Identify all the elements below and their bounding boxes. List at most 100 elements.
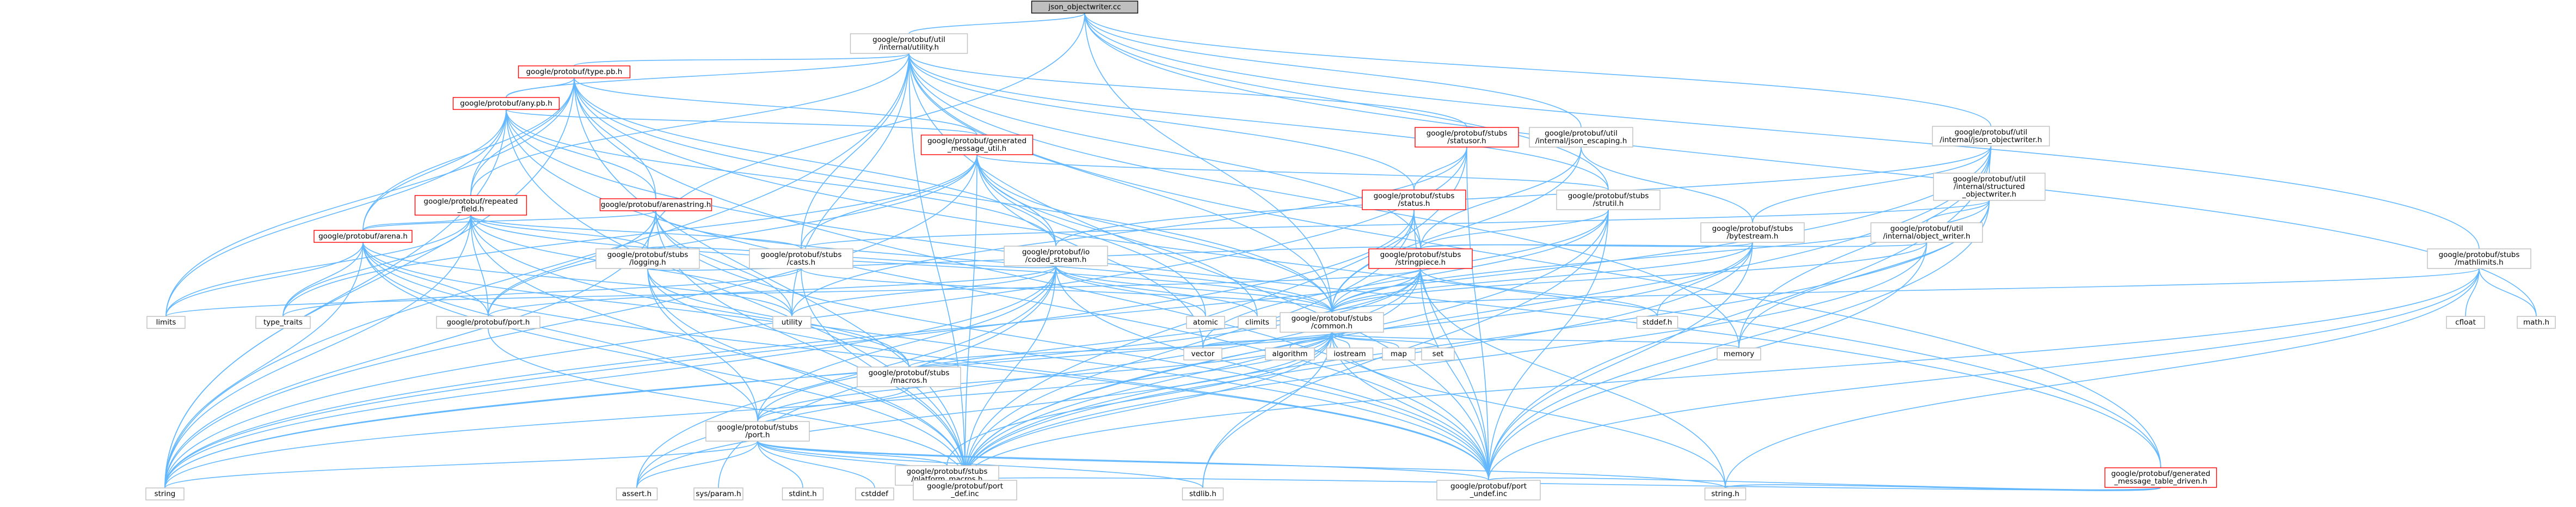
edge-root-to-common — [1084, 13, 1332, 313]
node-label-line: limits — [156, 318, 176, 327]
node-statusor[interactable]: google/protobuf/stubs/statusor.h — [1415, 127, 1519, 148]
edge-json_objectwriter-to-coded_stream — [1055, 145, 1991, 247]
node-box — [1717, 347, 1761, 361]
node-bytestream[interactable]: google/protobuf/stubs/bytestream.h — [1700, 222, 1805, 243]
node-json-escaping[interactable]: google/protobuf/util/internal/json_escap… — [1529, 127, 1633, 148]
edge-any_pb-to-coded_stream — [506, 109, 1056, 247]
node-root[interactable]: json_objectwriter.cc — [1031, 1, 1139, 14]
edge-strutil-to-port_def — [964, 209, 1609, 481]
node-structured-ow[interactable]: google/protobuf/util/internal/structured… — [1933, 173, 2046, 201]
node-common[interactable]: google/protobuf/stubs/common.h — [1280, 312, 1384, 333]
edge-util_utility-to-string — [164, 53, 909, 488]
node-coded-stream[interactable]: google/protobuf/io/coded_stream.h — [1004, 246, 1108, 266]
edge-repeated_field-to-arena — [362, 215, 471, 231]
node-math-h[interactable]: math.h — [2517, 316, 2556, 329]
node-arena[interactable]: google/protobuf/arena.h — [313, 230, 413, 243]
node-casts[interactable]: google/protobuf/stubs/casts.h — [749, 248, 853, 269]
edge-arena-to-stubs_port — [362, 242, 758, 422]
node-box — [749, 248, 853, 269]
node-box — [850, 33, 968, 54]
edge-any_pb-to-port_undef — [506, 109, 1489, 481]
node-mathlimits[interactable]: google/protobuf/stubs/mathlimits.h — [2427, 248, 2531, 269]
node-limits[interactable]: limits — [146, 316, 186, 329]
node-stddef-h[interactable]: stddef.h — [1636, 316, 1679, 329]
edge-repeated_field-to-port_h — [470, 215, 489, 317]
node-gmu[interactable]: google/protobuf/generated_message_util.h — [920, 135, 1034, 155]
node-json-objectwriter[interactable]: google/protobuf/util/internal/json_objec… — [1932, 126, 2050, 146]
node-atomic[interactable]: atomic — [1186, 316, 1225, 329]
node-string[interactable]: string — [145, 487, 185, 500]
node-type-pb[interactable]: google/protobuf/type.pb.h — [518, 65, 631, 78]
node-box — [1421, 347, 1455, 361]
node-status[interactable]: google/protobuf/stubs/status.h — [1362, 190, 1466, 210]
node-object-writer[interactable]: google/protobuf/util/internal/object_wri… — [1870, 222, 1983, 243]
edge-stubs_port-to-platform_macros — [757, 441, 948, 466]
node-gmtd[interactable]: google/protobuf/generated_message_table_… — [2104, 467, 2217, 488]
node-stringpiece[interactable]: google/protobuf/stubs/stringpiece.h — [1368, 248, 1473, 269]
node-box — [693, 487, 743, 500]
node-utility[interactable]: utility — [772, 316, 811, 329]
edge-object_writer-to-port_undef — [1488, 242, 1927, 481]
edge-type_pb-to-gmtd — [574, 77, 2161, 468]
edge-coded_stream-to-port_undef — [1055, 265, 1489, 481]
edge-structured_ow-to-object_writer — [1926, 200, 1990, 223]
node-climits[interactable]: climits — [1238, 316, 1277, 329]
node-label-line: stddef.h — [1643, 318, 1672, 327]
edge-any_pb-to-repeated_field — [470, 109, 507, 196]
node-vector[interactable]: vector — [1183, 347, 1222, 361]
edge-mathlimits-to-common — [1331, 268, 2480, 313]
edge-any_pb-to-arena — [362, 109, 507, 231]
node-box — [146, 316, 186, 329]
node-util-utility[interactable]: google/protobuf/util/internal/utility.h — [850, 33, 968, 54]
node-arenastring[interactable]: google/protobuf/arenastring.h — [599, 198, 712, 211]
node-set[interactable]: set — [1421, 347, 1455, 361]
edge-statusor-to-port_def — [964, 146, 1467, 481]
node-label-line: google/protobuf/port — [927, 482, 1003, 491]
edge-gmu-to-casts — [801, 154, 977, 249]
edge-bytestream-to-port_undef — [1488, 242, 1753, 481]
node-stubs-port[interactable]: google/protobuf/stubs/port.h — [705, 421, 810, 442]
node-cstddef-h[interactable]: cstddef — [855, 487, 894, 500]
node-any-pb[interactable]: google/protobuf/any.pb.h — [452, 97, 560, 110]
edge-util_utility-to-type_pb — [574, 53, 909, 66]
edge-object_writer-to-stringpiece — [1420, 242, 1927, 249]
node-logging[interactable]: google/protobuf/stubs/logging.h — [595, 248, 700, 269]
node-strutil[interactable]: google/protobuf/stubs/strutil.h — [1556, 190, 1661, 210]
node-map[interactable]: map — [1382, 347, 1416, 361]
node-label-line: google/protobuf/stubs — [1427, 129, 1508, 138]
edge-gmu-to-common — [976, 154, 1332, 313]
node-box — [1182, 487, 1224, 500]
node-port-undef[interactable]: google/protobuf/port_undef.inc — [1436, 480, 1541, 500]
edge-arenastring-to-arena — [362, 210, 656, 231]
node-stdlib-h[interactable]: stdlib.h — [1182, 487, 1224, 500]
node-stdint-h[interactable]: stdint.h — [782, 487, 824, 500]
node-label-line: /internal/structured — [1954, 182, 2025, 191]
edge-arena-to-port_def — [362, 242, 966, 481]
edge-type_pb-to-port_def — [574, 77, 966, 481]
node-port-h[interactable]: google/protobuf/port.h — [436, 316, 540, 329]
node-algorithm[interactable]: algorithm — [1265, 347, 1315, 361]
node-memory[interactable]: memory — [1717, 347, 1761, 361]
node-box — [452, 97, 560, 110]
node-sys-param[interactable]: sys/param.h — [693, 487, 743, 500]
node-assert-h[interactable]: assert.h — [616, 487, 658, 500]
node-string-h[interactable]: string.h — [1704, 487, 1747, 500]
node-label-line: google/protobuf/type.pb.h — [526, 68, 623, 76]
node-label-line: google/protobuf/stubs — [717, 423, 798, 432]
edge-mathlimits-to-string_h — [1725, 268, 2480, 488]
node-macros[interactable]: google/protobuf/stubs/macros.h — [857, 366, 961, 387]
node-iostream[interactable]: iostream — [1326, 347, 1374, 361]
edge-arenastring-to-port_h — [488, 210, 656, 317]
edge-logging-to-stubs_port — [647, 268, 758, 422]
edge-root-to-util_utility — [908, 13, 1085, 34]
node-label-line: json_objectwriter.cc — [1048, 3, 1121, 11]
node-repeated-field[interactable]: google/protobuf/repeated_field.h — [414, 195, 527, 216]
node-type-traits[interactable]: type_traits — [255, 316, 311, 329]
edge-arena-to-limits — [165, 242, 364, 317]
edge-coded_stream-to-port_h — [488, 265, 1056, 317]
node-port-def[interactable]: google/protobuf/port_def.inc — [913, 480, 1017, 500]
edge-gmu-to-atomic — [976, 154, 1206, 317]
node-cfloat[interactable]: cfloat — [2446, 316, 2485, 329]
node-box — [920, 135, 1034, 155]
edge-structured_ow-to-port_def — [964, 200, 1990, 481]
